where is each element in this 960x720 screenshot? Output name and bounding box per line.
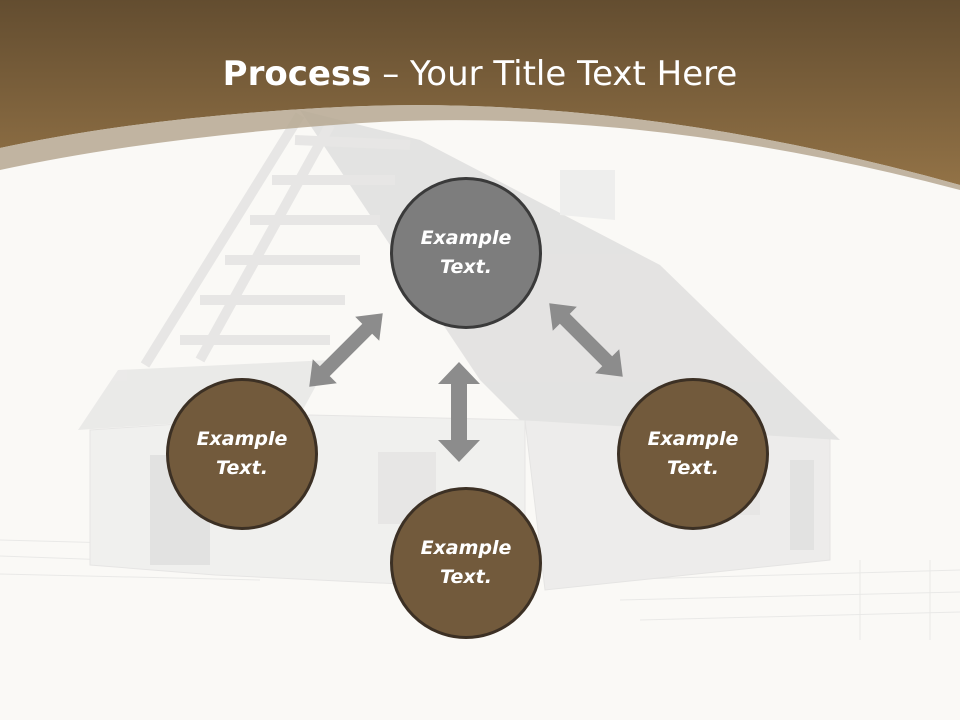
arrow-top-left [309, 313, 383, 387]
process-node-top: Example Text. [390, 177, 542, 329]
arrow-center-vertical [438, 362, 480, 462]
process-node-right-label: Example Text. [647, 428, 739, 479]
process-node-bottom: Example Text. [390, 487, 542, 639]
arrows [309, 303, 623, 462]
header-swoosh [0, 105, 960, 190]
process-node-top-label: Example Text. [420, 227, 512, 278]
process-node-right: Example Text. [617, 378, 769, 530]
page-title: Process – Your Title Text Here [0, 52, 960, 96]
process-node-bottom-label: Example Text. [420, 537, 512, 588]
title-dash: – [371, 54, 411, 94]
title-rest: Your Title Text Here [410, 54, 738, 94]
header-band [0, 0, 960, 185]
title-bold: Process [222, 54, 372, 94]
process-node-left-label: Example Text. [196, 428, 288, 479]
process-node-left: Example Text. [166, 378, 318, 530]
arrow-top-right [549, 303, 623, 377]
